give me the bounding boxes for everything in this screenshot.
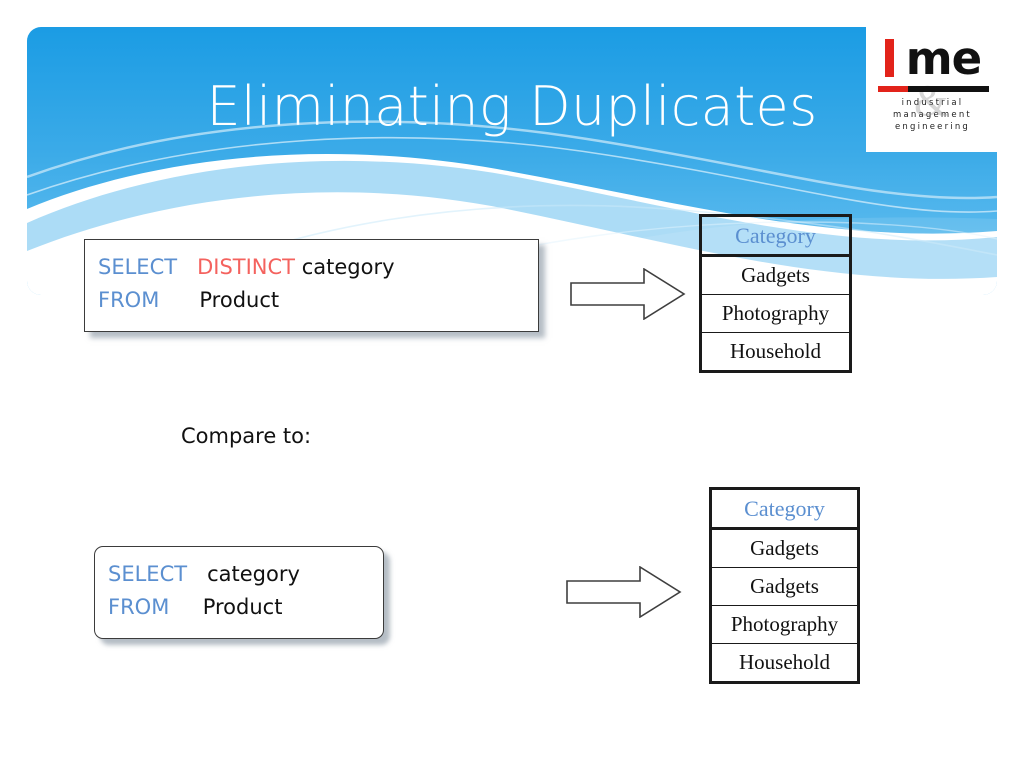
table-row: Gadgets	[709, 528, 860, 568]
sql-plain-keyword-from: FROM	[108, 595, 170, 619]
cell-category-value: Gadgets	[699, 255, 852, 295]
table-row: Gadgets	[709, 567, 860, 606]
column-header-category: Category	[709, 487, 860, 530]
logo-i-bar	[885, 39, 894, 77]
table-row: Household	[709, 643, 860, 684]
logo-tagline-engineering: engineering	[894, 122, 971, 132]
sql-plain-space-2	[169, 595, 202, 619]
cell-category-value: Photography	[699, 294, 852, 333]
compare-to-label: Compare to:	[181, 424, 312, 448]
sql-keyword-from: FROM	[98, 288, 160, 312]
cell-category-value: Gadgets	[709, 528, 860, 568]
sql-plain-keyword-select: SELECT	[108, 562, 188, 586]
logo-wordmark: me	[872, 35, 993, 85]
cell-category-value: Household	[699, 332, 852, 373]
sql-plain-space	[187, 562, 207, 586]
table-row-header: Category	[699, 214, 852, 257]
result-table-distinct-body: Category Gadgets Photography Household	[699, 214, 852, 373]
sql-plain-line-select: SELECT category	[108, 558, 383, 591]
sql-query-distinct-box: SELECT DISTINCT category FROM Product	[84, 239, 539, 332]
sql-keyword-distinct: DISTINCT	[197, 255, 296, 279]
logo-rule	[878, 86, 989, 92]
logo-ime: & me industrial management engineering	[866, 27, 999, 152]
logo-wordmark-text: me	[905, 32, 982, 85]
sql-query-plain-box: SELECT category FROM Product	[94, 546, 384, 639]
sql-plain-column-category: category	[207, 562, 300, 586]
logo-rule-red-segment	[878, 86, 908, 92]
table-row: Household	[699, 332, 852, 373]
result-table-plain: Category Gadgets Gadgets Photography Hou…	[709, 487, 860, 684]
page-title: Eliminating Duplicates	[206, 75, 818, 138]
sql-line-select-distinct: SELECT DISTINCT category	[98, 251, 538, 284]
sql-plain-line-from: FROM Product	[108, 591, 383, 624]
result-table-distinct: Category Gadgets Photography Household	[699, 214, 852, 373]
cell-category-value: Gadgets	[709, 567, 860, 606]
right-arrow-icon-distinct	[570, 267, 686, 321]
sql-keyword-select: SELECT	[98, 255, 178, 279]
sql-line-from: FROM Product	[98, 284, 538, 317]
table-row-header: Category	[709, 487, 860, 530]
right-block-arrow-icon	[570, 267, 686, 321]
table-row: Gadgets	[699, 255, 852, 295]
logo-watermark: &	[914, 76, 949, 125]
sql-space-3	[159, 288, 199, 312]
right-arrow-icon-plain	[566, 565, 682, 619]
sql-plain-table-product: Product	[202, 595, 283, 619]
table-row: Photography	[709, 605, 860, 644]
sql-space-2	[295, 255, 302, 279]
right-block-arrow-icon-2	[566, 565, 682, 619]
logo-tagline-management: management	[893, 110, 972, 120]
result-table-plain-body: Category Gadgets Gadgets Photography Hou…	[709, 487, 860, 684]
cell-category-value: Photography	[709, 605, 860, 644]
logo-tagline-industrial: industrial	[901, 98, 964, 108]
sql-column-category: category	[301, 255, 395, 279]
sql-space	[177, 255, 197, 279]
column-header-category: Category	[699, 214, 852, 257]
sql-table-product: Product	[199, 288, 280, 312]
cell-category-value: Household	[709, 643, 860, 684]
table-row: Photography	[699, 294, 852, 333]
